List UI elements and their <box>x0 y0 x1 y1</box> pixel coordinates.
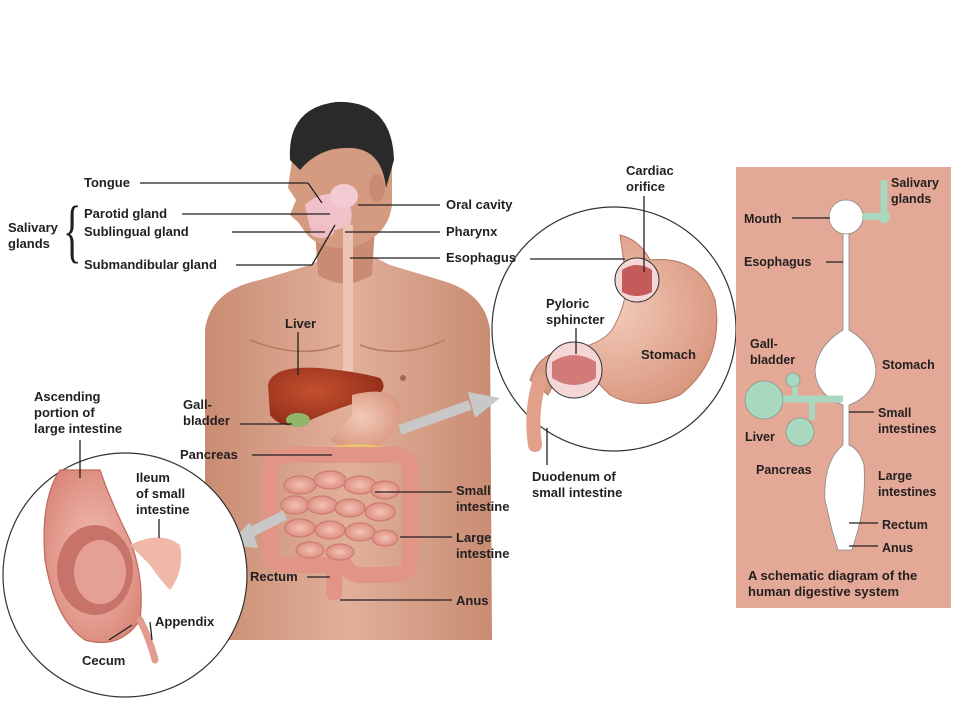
label-oral-cavity: Oral cavity <box>446 197 513 212</box>
arrow-to-stomach-inset <box>398 400 472 435</box>
label-tongue: Tongue <box>84 175 130 190</box>
label-ascending-colon: Ascending portion of large intestine <box>34 389 123 436</box>
schematic-label-mouth: Mouth <box>744 212 782 226</box>
label-esophagus: Esophagus <box>446 250 517 265</box>
label-sublingual-gland: Sublingual gland <box>84 224 189 239</box>
label-pharynx: Pharynx <box>446 224 498 239</box>
cecum-inset <box>2 452 248 698</box>
schematic-label-salivary-glands: Salivary glands <box>891 176 939 206</box>
label-parotid-gland: Parotid gland <box>84 206 168 221</box>
schematic-panel <box>736 167 951 608</box>
leader-lines <box>79 182 878 641</box>
stomach-inset <box>491 206 737 452</box>
label-duodenum: Duodenum of small intestine <box>532 469 623 500</box>
label-submandibular-gland: Submandibular gland <box>84 257 217 272</box>
stomach <box>330 391 401 449</box>
salivary-brace: { <box>63 193 82 270</box>
gallbladder <box>286 413 310 427</box>
schematic-label-anus: Anus <box>882 541 914 555</box>
label-cardiac-orifice: Cardiac orifice <box>626 163 674 194</box>
schematic-label-pancreas: Pancreas <box>756 463 812 477</box>
label-cecum: Cecum <box>82 653 126 668</box>
label-stomach-inset: Stomach <box>641 347 696 362</box>
schematic-label-large-intestines: Large intestines <box>878 469 937 499</box>
rectum <box>326 565 342 600</box>
label-pancreas: Pancreas <box>180 447 238 462</box>
liver <box>268 367 384 426</box>
label-anus: Anus <box>456 593 489 608</box>
arrow-head-stomach <box>468 392 500 418</box>
small-intestine <box>280 470 400 561</box>
schematic-label-esophagus: Esophagus <box>744 255 812 269</box>
label-appendix: Appendix <box>155 614 215 629</box>
label-small-intestine: Small intestine <box>456 483 510 514</box>
label-pyloric-sphincter: Pyloric sphincter <box>546 296 605 327</box>
label-rectum: Rectum <box>250 569 298 584</box>
schematic-caption: A schematic diagram of the human digesti… <box>748 568 918 599</box>
label-large-intestine: Large intestine <box>456 530 510 561</box>
label-gallbladder: Gall- bladder <box>183 397 230 428</box>
label-salivary-glands: Salivary glands <box>8 220 58 251</box>
schematic-label-stomach: Stomach <box>882 358 935 372</box>
label-ileum: Ileum of small intestine <box>136 470 190 517</box>
schematic-label-rectum: Rectum <box>882 518 928 532</box>
schematic-label-small-intestines: Small intestines <box>878 406 937 436</box>
esophagus <box>343 225 353 395</box>
schematic-label-gallbladder: Gall- bladder <box>750 337 796 367</box>
label-liver: Liver <box>285 316 317 331</box>
schematic-label-liver: Liver <box>745 430 775 444</box>
